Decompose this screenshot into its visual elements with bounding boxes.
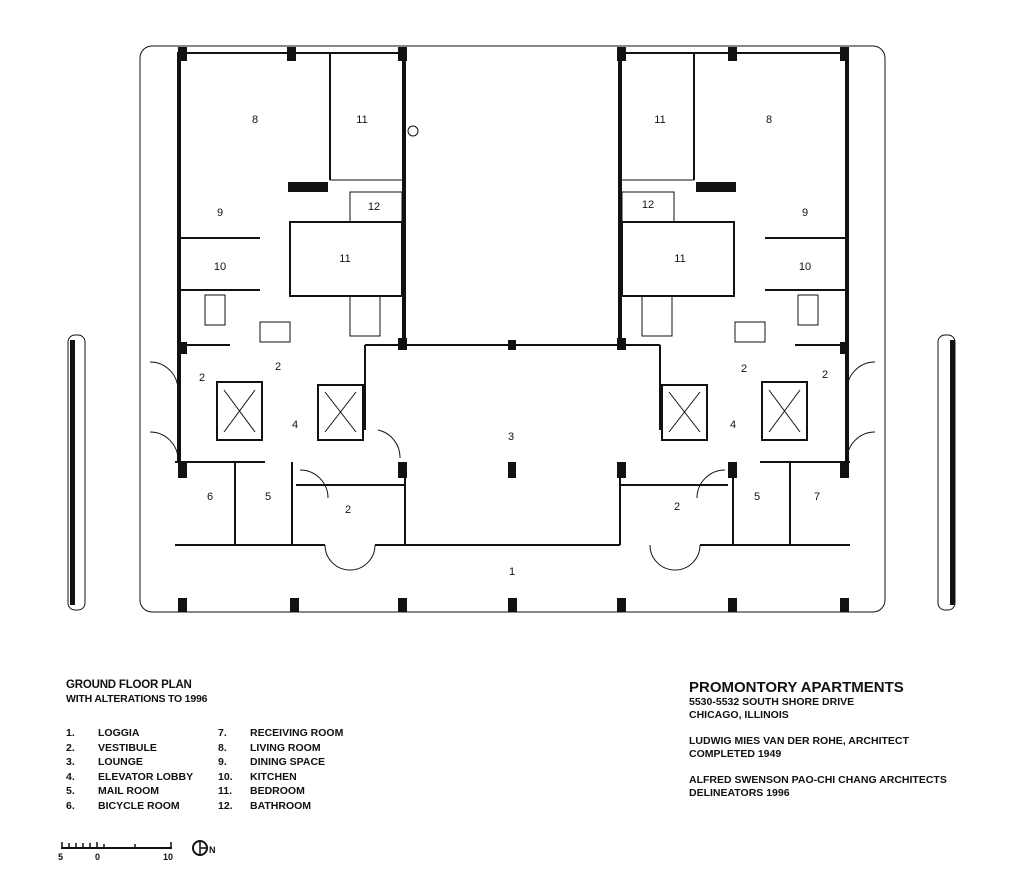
legend-item-number: 4. xyxy=(66,770,75,783)
project-city: CHICAGO, ILLINOIS xyxy=(689,709,789,721)
legend-item: 4. ELEVATOR LOBBY xyxy=(66,770,193,785)
legend-item-label: LOUNGE xyxy=(98,756,143,769)
project-address: 5530-5532 SOUTH SHORE DRIVE xyxy=(689,696,855,708)
legend-item: 3. LOUNGE xyxy=(66,755,193,770)
columns xyxy=(178,47,849,612)
room-label: 4 xyxy=(292,419,298,431)
room-label: 8 xyxy=(766,114,772,126)
legend-item-label: ELEVATOR LOBBY xyxy=(98,770,194,783)
scale-label-max: 10 xyxy=(163,852,174,862)
legend-item: 8. LIVING ROOM xyxy=(218,741,343,756)
room-label: 11 xyxy=(339,253,350,265)
legend-item-number: 5. xyxy=(66,785,75,798)
legend-item-label: RECEIVING ROOM xyxy=(250,727,344,739)
room-label: 2 xyxy=(674,501,680,513)
room-labels: 8 11 12 9 11 10 2 2 4 6 5 2 11 8 12 9 11… xyxy=(199,114,828,578)
legend-item-label: BATHROOM xyxy=(250,799,312,812)
room-label: 5 xyxy=(265,491,271,503)
room-label-loggia: 1 xyxy=(509,566,515,578)
room-label: 10 xyxy=(214,261,226,273)
lounge-enclosure xyxy=(364,340,661,478)
room-label-lounge: 3 xyxy=(508,431,514,443)
legend-item-label: MAIL ROOM xyxy=(98,785,160,798)
room-label: 2 xyxy=(199,372,205,384)
room-label: 12 xyxy=(368,201,380,213)
delineators-firm: ALFRED SWENSON PAO-CHI CHANG ARCHITECTS xyxy=(689,774,947,786)
legend-column-2: 7. RECEIVING ROOM 8. LIVING ROOM 9. DINING … xyxy=(218,726,343,814)
legend-item-label: VESTIBULE xyxy=(98,741,157,754)
building-slab-outline xyxy=(139,45,886,613)
legend-item-number: 11. xyxy=(218,785,233,798)
plan-subtitle: WITH ALTERATIONS TO 1996 xyxy=(66,693,208,705)
room-label: 9 xyxy=(802,207,808,219)
completed-year: COMPLETED 1949 xyxy=(689,748,782,760)
legend-item: 2. VESTIBULE xyxy=(66,741,193,756)
legend-item: 1. LOGGIA xyxy=(66,726,193,741)
legend-item-label: DINING SPACE xyxy=(250,756,326,769)
room-label: 8 xyxy=(252,114,258,126)
legend-item-number: 2. xyxy=(66,741,75,754)
legend-item-number: 9. xyxy=(218,756,227,769)
legend-item-number: 8. xyxy=(218,741,227,754)
room-label: 11 xyxy=(654,114,665,126)
legend-item-number: 1. xyxy=(66,727,75,739)
north-label: N xyxy=(209,845,216,855)
room-label: 2 xyxy=(345,504,351,516)
legend-item: 10. KITCHEN xyxy=(218,770,343,785)
room-label: 7 xyxy=(814,491,820,503)
plan-title: GROUND FLOOR PLAN xyxy=(66,679,192,691)
legend-item: 6. BICYCLE ROOM xyxy=(66,799,193,814)
title-block: PROMONTORY APARTMENTS 5530-5532 SOUTH SH… xyxy=(689,679,947,800)
legend-item-label: LOGGIA xyxy=(98,727,140,739)
legend-item-label: BICYCLE ROOM xyxy=(98,799,180,812)
north-arrow-icon xyxy=(192,840,208,856)
west-screen-wall xyxy=(67,334,86,611)
scale-bar xyxy=(61,842,172,849)
legend-item: 9. DINING SPACE xyxy=(218,755,343,770)
room-label: 12 xyxy=(642,199,654,211)
room-label: 11 xyxy=(674,253,685,265)
legend-column-1: 1. LOGGIA 2. VESTIBULE 3. LOUNGE 4. ELEVATOR… xyxy=(66,726,193,814)
room-label: 10 xyxy=(799,261,811,273)
legend-item-number: 3. xyxy=(66,756,75,769)
legend-item-number: 7. xyxy=(218,727,227,739)
legend-item: 11. BEDROOM xyxy=(218,784,343,799)
room-label: 11 xyxy=(356,114,367,126)
room-label: 9 xyxy=(217,207,223,219)
architect: LUDWIG MIES VAN DER ROHE, ARCHITECT xyxy=(689,735,909,747)
legend-item-number: 6. xyxy=(66,799,75,812)
room-label: 2 xyxy=(741,363,747,375)
legend-item: 12. BATHROOM xyxy=(218,799,343,814)
legend-item-label: LIVING ROOM xyxy=(250,741,321,754)
legend-item-number: 12. xyxy=(218,799,233,812)
delineators-year: DELINEATORS 1996 xyxy=(689,787,790,799)
legend-item-number: 10. xyxy=(218,770,233,783)
legend-item: 5. MAIL ROOM xyxy=(66,784,193,799)
legend-item: 7. RECEIVING ROOM xyxy=(218,726,343,741)
left-wing xyxy=(149,52,620,571)
legend-item-label: BEDROOM xyxy=(250,785,305,798)
room-label: 6 xyxy=(207,491,213,503)
project-name: PROMONTORY APARTMENTS xyxy=(689,679,904,696)
room-label: 5 xyxy=(754,491,760,503)
scale-label-min: 5 xyxy=(58,852,64,862)
legend-item-label: KITCHEN xyxy=(250,770,297,783)
room-label: 2 xyxy=(275,361,281,373)
room-label: 2 xyxy=(822,369,828,381)
scale-label-zero: 0 xyxy=(95,852,101,862)
right-wing xyxy=(618,52,876,571)
room-label: 4 xyxy=(730,419,736,431)
